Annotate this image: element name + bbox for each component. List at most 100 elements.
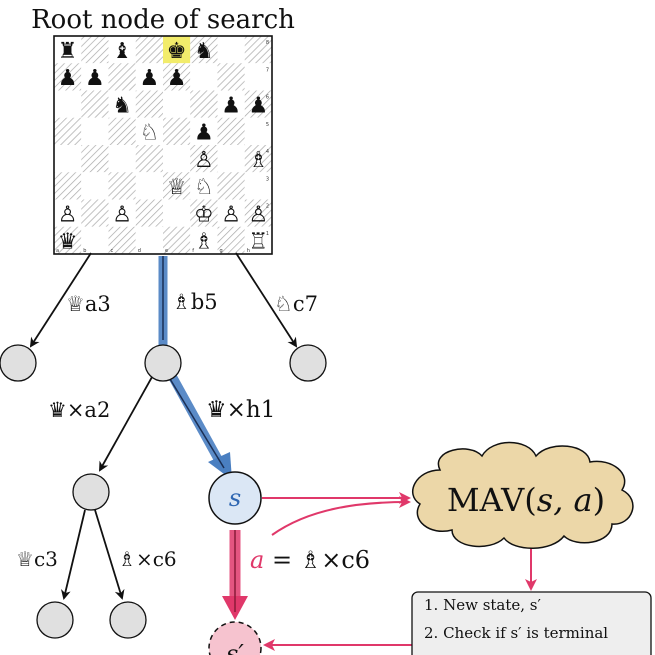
black-pawn-icon: ♟ xyxy=(58,66,78,91)
square-a2 xyxy=(54,199,82,227)
move-label-mid-left: ♛×a2 xyxy=(48,398,110,422)
square-c2 xyxy=(108,199,136,227)
square-b1 xyxy=(81,226,109,254)
move-label-low-right: ♗×c6 xyxy=(118,547,177,571)
move-label-mid-right: ♛×h1 xyxy=(206,397,275,423)
white-pawn-icon: ♙ xyxy=(194,148,214,173)
node-state-s-prime xyxy=(208,621,262,655)
square-f2 xyxy=(190,199,218,227)
square-b8 xyxy=(81,36,109,64)
square-h6 xyxy=(244,90,272,118)
square-e3 xyxy=(163,172,191,200)
square-h5 xyxy=(244,117,272,145)
edge-root-right xyxy=(235,252,298,348)
black-pawn-icon: ♟ xyxy=(140,66,160,91)
square-f7 xyxy=(190,63,218,91)
square-d4 xyxy=(135,145,163,173)
white-queen-icon: ♕ xyxy=(167,175,187,200)
action-label: a = ♗×c6 xyxy=(250,546,370,574)
square-c8 xyxy=(108,36,136,64)
square-f8 xyxy=(190,36,218,64)
square-f6 xyxy=(190,90,218,118)
square-f3 xyxy=(190,172,218,200)
file-label: g xyxy=(220,248,223,254)
node-grandchild-left xyxy=(72,473,110,511)
square-h4 xyxy=(244,145,272,173)
mav-label: MAV(s, a) xyxy=(447,481,605,519)
square-c4 xyxy=(108,145,136,173)
file-label: e xyxy=(165,248,168,254)
diagram-title: Root node of search xyxy=(31,5,295,35)
square-d8 xyxy=(135,36,163,64)
square-c7 xyxy=(108,63,136,91)
white-pawn-icon: ♙ xyxy=(112,202,132,227)
file-label: h xyxy=(247,248,250,254)
white-king-icon: ♔ xyxy=(194,202,214,227)
edge-low-left xyxy=(60,509,86,600)
rank-label: 7 xyxy=(266,67,269,73)
square-e1 xyxy=(163,226,191,254)
black-knight-icon: ♞ xyxy=(194,39,214,64)
state-s-label: s xyxy=(229,484,241,512)
white-knight-icon: ♘ xyxy=(194,175,214,200)
state-s-prime-label: s′ xyxy=(226,640,244,655)
rank-label: 1 xyxy=(266,231,269,237)
square-d6 xyxy=(135,90,163,118)
square-c5 xyxy=(108,117,136,145)
black-knight-icon: ♞ xyxy=(112,93,132,118)
square-e5 xyxy=(163,117,191,145)
square-g6 xyxy=(217,90,245,118)
square-h2 xyxy=(244,199,272,227)
square-f5 xyxy=(190,117,218,145)
square-a7 xyxy=(54,63,82,91)
square-g2 xyxy=(217,199,245,227)
square-g8 xyxy=(217,36,245,64)
square-d7 xyxy=(135,63,163,91)
edge-root-left xyxy=(29,252,92,348)
square-b5 xyxy=(81,117,109,145)
black-pawn-icon: ♟ xyxy=(221,93,241,118)
square-e8 xyxy=(163,36,191,64)
square-h1 xyxy=(244,226,272,254)
square-g1 xyxy=(217,226,245,254)
white-pawn-icon: ♙ xyxy=(221,202,241,227)
file-label: c xyxy=(111,248,114,254)
file-label: b xyxy=(83,248,86,254)
black-pawn-icon: ♟ xyxy=(194,121,214,146)
black-pawn-icon: ♟ xyxy=(249,93,269,118)
steps-box: 1. New state, s′ 2. Check if s′ is termi… xyxy=(411,591,652,655)
step-2: 2. Check if s′ is terminal xyxy=(424,624,608,642)
square-c3 xyxy=(108,172,136,200)
white-pawn-icon: ♙ xyxy=(58,202,78,227)
white-knight-icon: ♘ xyxy=(140,121,160,146)
step-1: 1. New state, s′ xyxy=(424,596,541,614)
node-state-s xyxy=(208,471,262,525)
rank-label: 3 xyxy=(266,176,269,182)
mav-arrows xyxy=(262,492,537,651)
rank-label: 5 xyxy=(266,122,269,128)
square-a8 xyxy=(54,36,82,64)
square-d2 xyxy=(135,199,163,227)
node-leaf-low-right xyxy=(109,601,147,639)
square-d1 xyxy=(135,226,163,254)
black-queen-icon: ♛ xyxy=(58,230,78,255)
square-a3 xyxy=(54,172,82,200)
white-bishop-icon: ♗ xyxy=(249,148,269,173)
file-label: d xyxy=(138,248,141,254)
square-e2 xyxy=(163,199,191,227)
tree-edges xyxy=(29,252,298,600)
black-king-icon: ♚ xyxy=(167,39,187,64)
mav-cloud: MAV(s, a) xyxy=(411,441,634,549)
edge-low-right xyxy=(94,509,125,600)
node-leaf-low-left xyxy=(36,601,74,639)
square-h7 xyxy=(244,63,272,91)
square-f4 xyxy=(190,145,218,173)
square-g7 xyxy=(217,63,245,91)
move-label-low-left: ♕c3 xyxy=(16,547,58,571)
node-leaf-right xyxy=(289,344,327,382)
black-pawn-icon: ♟ xyxy=(167,66,187,91)
square-f1 xyxy=(190,226,218,254)
square-e6 xyxy=(163,90,191,118)
